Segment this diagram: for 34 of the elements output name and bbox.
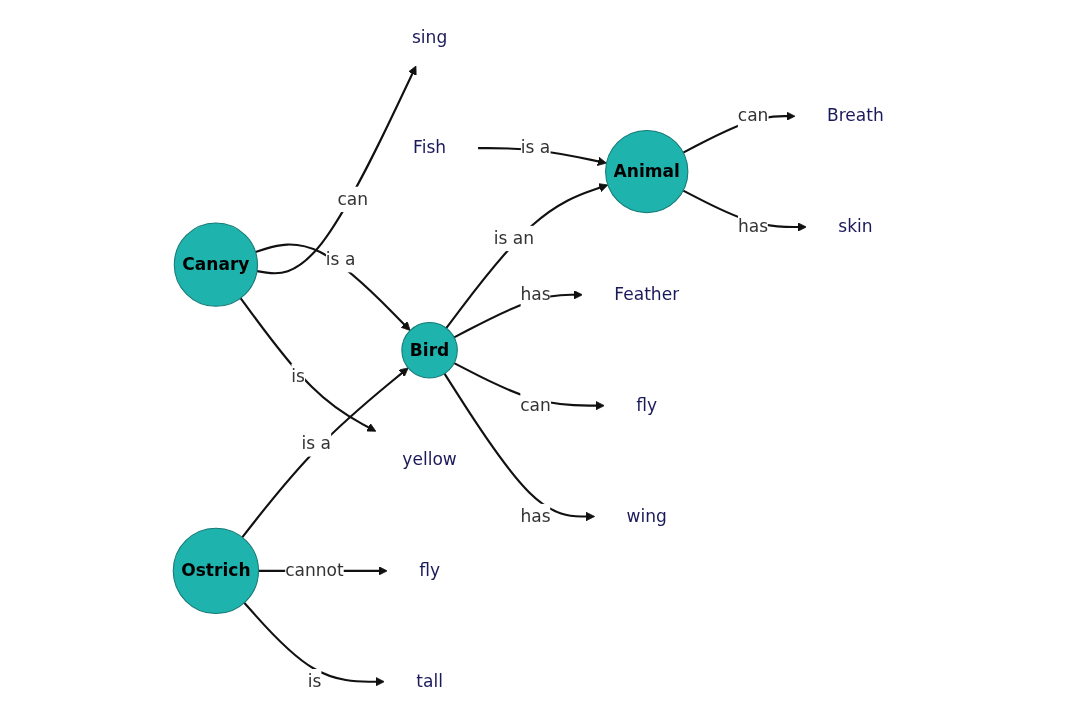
arrow <box>443 373 596 522</box>
edge-label: cannot <box>285 560 344 581</box>
arrow <box>256 65 417 275</box>
node-text: tall <box>416 671 443 692</box>
arrow <box>241 367 409 538</box>
edge-label: has <box>520 284 551 305</box>
node-text: Fish <box>413 137 447 158</box>
edge-label: is a <box>301 433 331 454</box>
node-text: sing <box>411 26 448 47</box>
edge-label: has <box>520 505 551 527</box>
edge-label: is a <box>325 249 356 270</box>
edge-label: can <box>737 105 769 126</box>
arrow <box>243 602 385 687</box>
node-text: fly <box>419 560 440 581</box>
node-circle: Canary <box>173 222 258 307</box>
edge-label: can <box>337 188 369 209</box>
node-text: wing <box>626 505 667 527</box>
edge-label: is a <box>520 137 551 158</box>
arrow <box>445 183 609 329</box>
node-text: Breath <box>827 105 884 126</box>
node-circle: Animal <box>605 129 689 214</box>
edge-label: has <box>738 216 769 237</box>
node-text: Feather <box>614 284 680 305</box>
arrow <box>239 297 377 432</box>
node-circle: Ostrich <box>172 527 260 615</box>
arrow <box>255 243 411 331</box>
node-text: skin <box>838 216 873 237</box>
edge-label: can <box>520 394 551 416</box>
edge-label: is an <box>493 227 535 249</box>
node-text: fly <box>636 394 658 416</box>
edge-label: is <box>291 365 305 386</box>
node-circle: Bird <box>401 321 458 379</box>
node-text: yellow <box>402 449 457 470</box>
edge-label: is <box>307 671 322 692</box>
